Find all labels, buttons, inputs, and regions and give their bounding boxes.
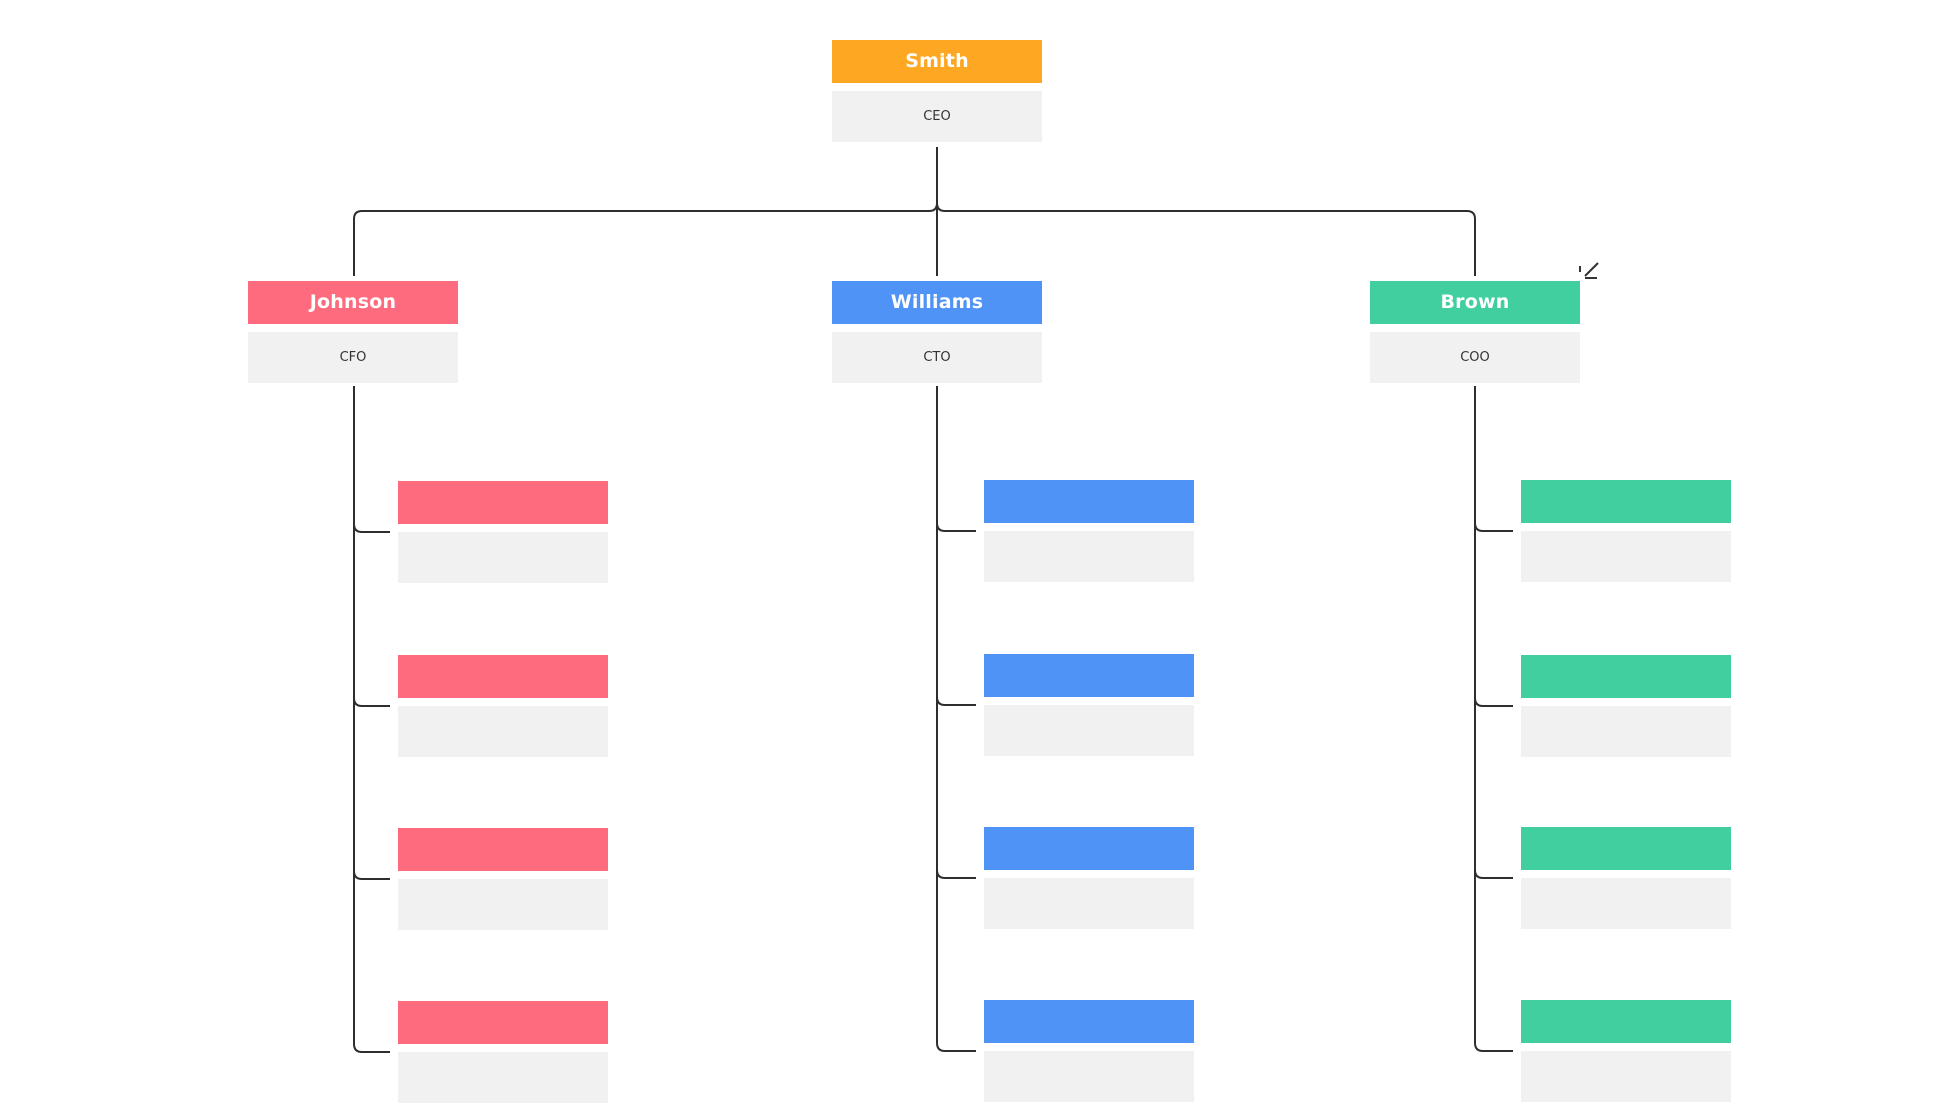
connector-coo-report-3 — [1474, 869, 1513, 879]
report-role[interactable] — [984, 878, 1194, 929]
connector-cfo-report-2 — [353, 697, 390, 707]
report-name[interactable] — [1521, 827, 1731, 870]
cfo-report-card-3[interactable] — [398, 828, 608, 930]
edit-pencil-cursor-icon — [1579, 262, 1599, 279]
connector-cto-report-2 — [936, 696, 976, 706]
coo-role[interactable]: COO — [1370, 332, 1580, 383]
connector-coo-report-2 — [1474, 697, 1513, 707]
cto-report-card-4[interactable] — [984, 1000, 1194, 1102]
ceo-card[interactable]: Smith CEO — [832, 40, 1042, 142]
coo-report-card-1[interactable] — [1521, 480, 1731, 582]
cto-report-card-2[interactable] — [984, 654, 1194, 756]
connector-cto-trunk — [936, 386, 976, 1052]
report-name[interactable] — [984, 827, 1194, 870]
report-role[interactable] — [1521, 531, 1731, 582]
report-role[interactable] — [984, 531, 1194, 582]
report-name[interactable] — [1521, 480, 1731, 523]
report-role[interactable] — [1521, 878, 1731, 929]
coo-report-card-3[interactable] — [1521, 827, 1731, 929]
cto-role[interactable]: CTO — [832, 332, 1042, 383]
connector-ceo-cfo — [353, 147, 938, 276]
coo-name[interactable]: Brown — [1370, 281, 1580, 324]
connector-cfo-report-1 — [353, 523, 390, 533]
connector-cto-report-3 — [936, 869, 976, 879]
report-role[interactable] — [398, 706, 608, 757]
cto-report-card-3[interactable] — [984, 827, 1194, 929]
cto-name[interactable]: Williams — [832, 281, 1042, 324]
connector-cfo-report-3 — [353, 870, 390, 880]
cfo-name[interactable]: Johnson — [248, 281, 458, 324]
coo-report-card-4[interactable] — [1521, 1000, 1731, 1102]
report-name[interactable] — [984, 654, 1194, 697]
cto-report-card-1[interactable] — [984, 480, 1194, 582]
report-name[interactable] — [984, 480, 1194, 523]
cfo-report-card-4[interactable] — [398, 1001, 608, 1103]
cto-card[interactable]: Williams CTO — [832, 281, 1042, 383]
report-role[interactable] — [398, 532, 608, 583]
cfo-report-card-2[interactable] — [398, 655, 608, 757]
report-role[interactable] — [984, 705, 1194, 756]
report-role[interactable] — [984, 1051, 1194, 1102]
report-role[interactable] — [1521, 706, 1731, 757]
report-role[interactable] — [398, 879, 608, 930]
connector-coo-trunk — [1474, 386, 1513, 1052]
report-role[interactable] — [1521, 1051, 1731, 1102]
report-name[interactable] — [398, 481, 608, 524]
connector-cto-report-1 — [936, 522, 976, 532]
report-name[interactable] — [398, 828, 608, 871]
report-name[interactable] — [398, 655, 608, 698]
report-name[interactable] — [984, 1000, 1194, 1043]
connector-coo-report-1 — [1474, 522, 1513, 532]
ceo-role[interactable]: CEO — [832, 91, 1042, 142]
connector-ceo-coo — [936, 202, 1476, 276]
report-role[interactable] — [398, 1052, 608, 1103]
cfo-role[interactable]: CFO — [248, 332, 458, 383]
connector-cfo-trunk — [353, 386, 390, 1053]
report-name[interactable] — [1521, 655, 1731, 698]
cfo-report-card-1[interactable] — [398, 481, 608, 583]
cfo-card[interactable]: Johnson CFO — [248, 281, 458, 383]
coo-card[interactable]: Brown COO — [1370, 281, 1580, 383]
report-name[interactable] — [1521, 1000, 1731, 1043]
ceo-name[interactable]: Smith — [832, 40, 1042, 83]
report-name[interactable] — [398, 1001, 608, 1044]
coo-report-card-2[interactable] — [1521, 655, 1731, 757]
